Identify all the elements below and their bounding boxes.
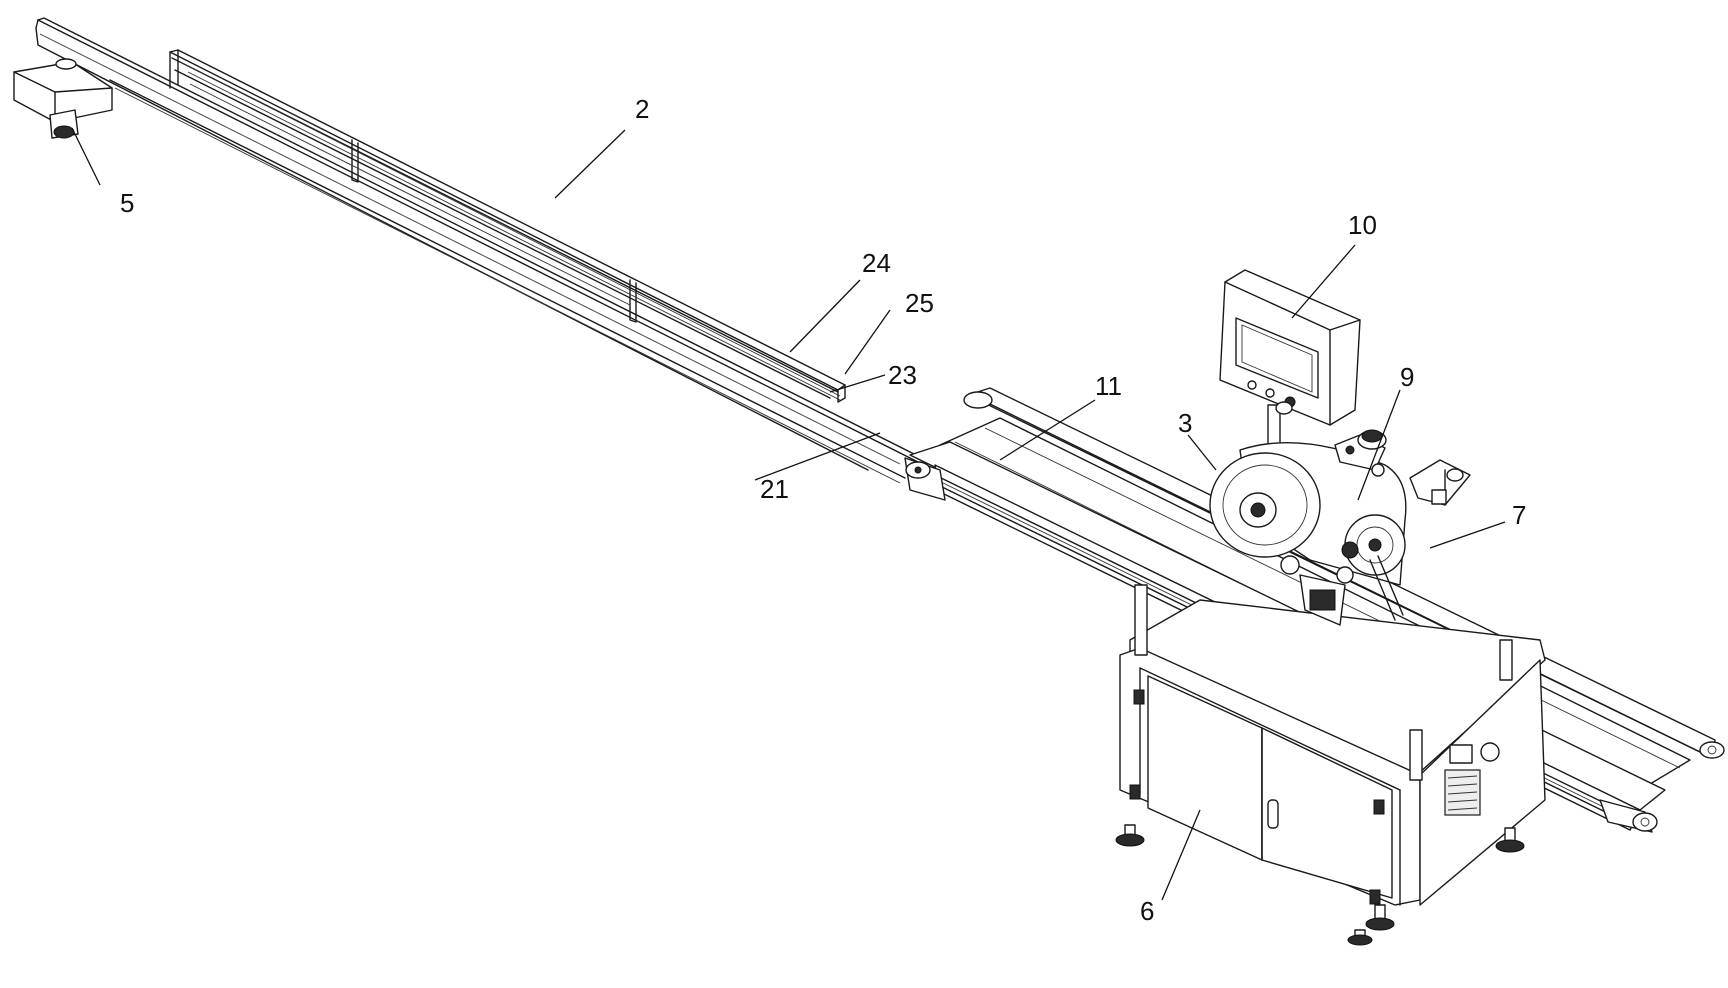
callout-9: 9 [1400,362,1414,392]
callout-10: 10 [1348,210,1377,240]
labeling-head [1209,429,1407,626]
callout-2: 2 [635,94,649,124]
leader-lines [71,127,1506,901]
reference-numerals: 2 5 24 25 23 21 11 10 3 9 7 6 [120,94,1526,926]
extension-rail [35,17,931,484]
base-cabinet [1115,584,1546,946]
callout-23: 23 [888,360,917,390]
callout-6: 6 [1140,896,1154,926]
callout-21: 21 [760,474,789,504]
callout-25: 25 [905,288,934,318]
callout-24: 24 [862,248,891,278]
callout-7: 7 [1512,500,1526,530]
control-panel-box [1219,269,1361,454]
drive-motor [1409,459,1471,506]
callout-3: 3 [1178,408,1192,438]
end-support-bracket [13,58,113,139]
callout-5: 5 [120,188,134,218]
leveling-feet [1115,824,1525,946]
callout-11: 11 [1095,371,1122,401]
